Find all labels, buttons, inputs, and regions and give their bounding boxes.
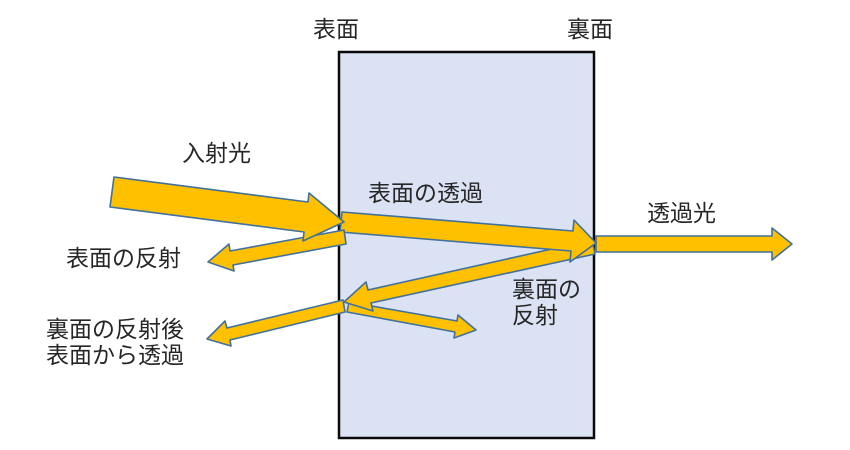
exit-transmission-label-line1: 裏面の反射後 (46, 316, 184, 342)
exit-transmission-label: 裏面の反射後 表面から透過 (46, 316, 184, 368)
front-transmission-arrow (339, 211, 597, 263)
back-reflection-label-line1: 裏面の (512, 276, 581, 302)
transmitted-light-arrow (595, 227, 793, 261)
front-reflection-label: 表面の反射 (66, 245, 181, 271)
back-reflection-label-line2: 反射 (512, 302, 558, 328)
front-transmission-label: 表面の透過 (368, 180, 483, 206)
front-surface-label: 表面 (313, 16, 359, 42)
back-reflection-label: 裏面の 反射 (512, 276, 581, 328)
exit-transmission-arrow (206, 299, 346, 347)
front-reflection-arrow (207, 229, 347, 272)
incident-light-label: 入射光 (182, 140, 251, 166)
exit-transmission-label-line2: 表面から透過 (46, 342, 184, 368)
back-surface-label: 裏面 (567, 16, 613, 42)
second-internal-reflection-arrow (346, 301, 477, 339)
transmitted-light-label: 透過光 (647, 200, 716, 226)
incident-light-arrow (109, 176, 345, 242)
